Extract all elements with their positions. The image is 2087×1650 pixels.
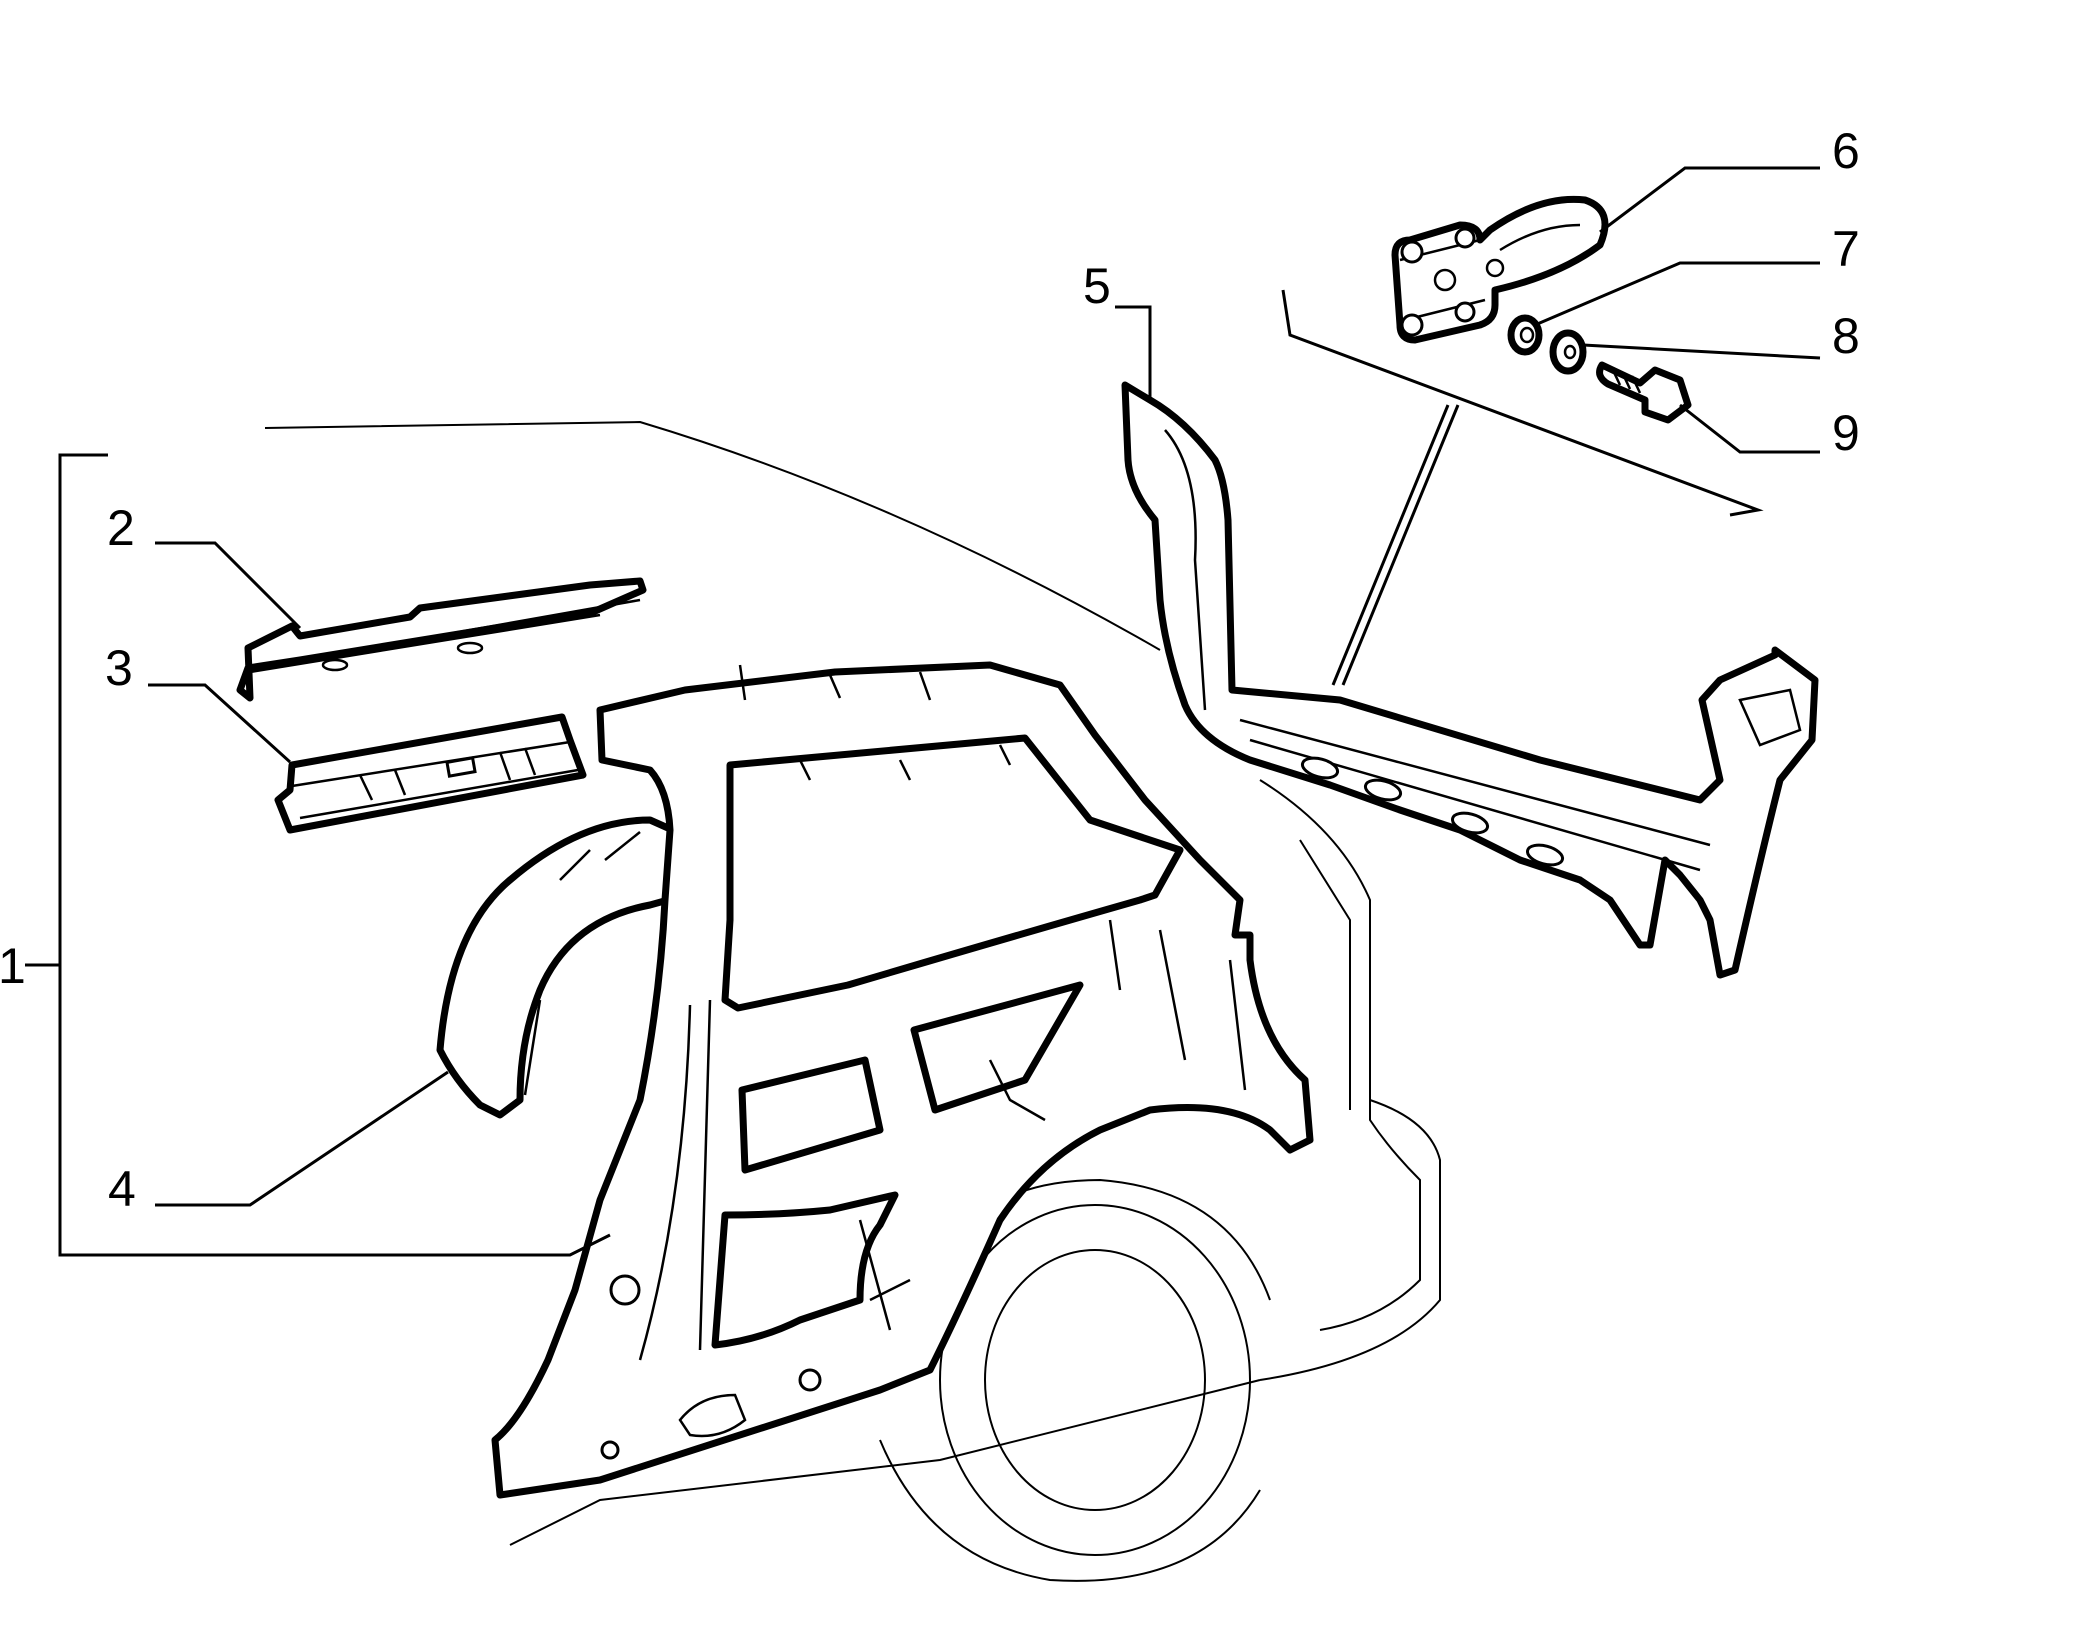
callout-labels: 1 2 3 4 5 6 7 8 9 (0, 123, 1860, 1217)
callout-7: 7 (1832, 221, 1860, 277)
callout-1: 1 (0, 938, 26, 994)
part-8-washer (1549, 329, 1587, 375)
callout-4: 4 (108, 1161, 136, 1217)
part-6-bracket (1391, 195, 1609, 344)
car-body-outline (264, 420, 1441, 1582)
hardware-group-bracket (1281, 289, 1764, 686)
part-3-rear-crossmember (274, 713, 587, 834)
part-5-rear-member (1121, 381, 1819, 979)
callout-6: 6 (1832, 123, 1860, 179)
callout-8: 8 (1832, 308, 1860, 364)
callout-3: 3 (105, 640, 133, 696)
leader-lines (25, 166, 1821, 1257)
part-7-washer (1507, 314, 1543, 356)
part-9-bolt (1596, 361, 1692, 424)
part-1-side-panel (491, 661, 1314, 1499)
callout-2: 2 (107, 500, 135, 556)
callout-5: 5 (1083, 258, 1111, 314)
callout-9: 9 (1832, 405, 1860, 461)
part-2-roof-crossmember (236, 577, 647, 702)
